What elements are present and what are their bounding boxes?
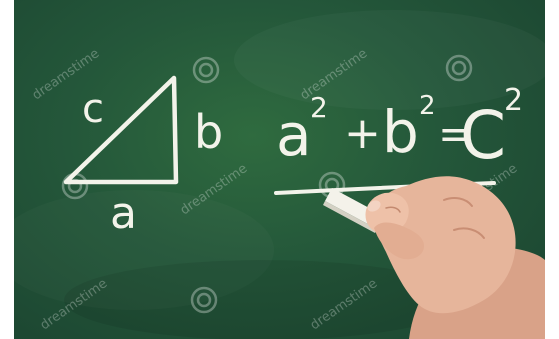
equation-plus: +: [344, 108, 381, 159]
hand-with-chalk: [323, 176, 545, 339]
pythagorean-equation: a 2 + b 2 = C 2: [276, 83, 523, 174]
triangle-label-c: c: [82, 86, 104, 132]
equation-b-exponent: 2: [419, 91, 436, 121]
equation-c-exponent: 2: [504, 83, 523, 118]
equation-b: b: [382, 98, 419, 166]
hand: [365, 176, 545, 339]
equation-a-exponent: 2: [310, 91, 328, 124]
equation-a: a: [276, 101, 312, 169]
equation-equals: =: [438, 109, 473, 158]
triangle-label-b: b: [194, 105, 223, 159]
triangle-label-a: a: [110, 188, 137, 239]
equation-c: C: [460, 97, 506, 174]
chalkboard: dreamstime dreamstime dreamstime dreamst…: [30, 46, 523, 339]
chalk-triangle: [63, 75, 179, 185]
chalkboard-photo: dreamstime dreamstime dreamstime dreamst…: [14, 0, 545, 339]
